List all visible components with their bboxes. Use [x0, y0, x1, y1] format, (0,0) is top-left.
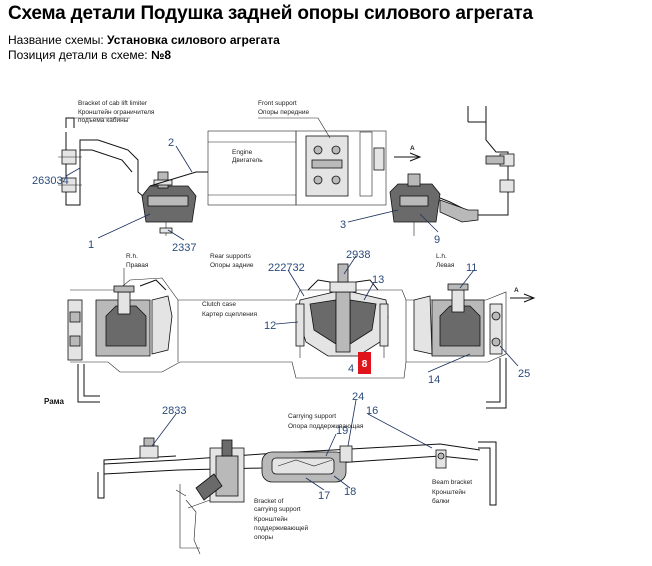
callout-14: 14 — [428, 374, 440, 386]
beam-bracket-label-ru1: Кронштейн — [432, 488, 466, 496]
part-position: Позиция детали в схеме: №8 — [8, 48, 171, 62]
callout-13: 13 — [372, 274, 384, 286]
callout-numbers: 263034 2 1 2337 3 9 2938 222732 13 11 12… — [32, 137, 530, 502]
beam-bracket-label-en: Beam bracket — [432, 479, 472, 486]
arrow-a-label-top: A — [410, 145, 415, 152]
part-position-value: №8 — [150, 48, 172, 62]
callout-19: 19 — [336, 425, 348, 437]
highlighted-part-8[interactable]: 8 — [358, 352, 371, 374]
rear-supports-label-en: Rear supports — [210, 253, 252, 260]
callout-18: 18 — [344, 486, 356, 498]
engine-label-ru: Двигатель — [232, 157, 263, 164]
scheme-name-value: Установка силового агрегата — [107, 33, 280, 47]
callout-leaders — [65, 145, 519, 491]
callout-263034: 263034 — [32, 175, 69, 187]
callout-2833: 2833 — [162, 405, 186, 417]
callout-16: 16 — [366, 405, 378, 417]
engine-label-en: Engine — [232, 149, 253, 156]
lh-label-en: L.h. — [436, 253, 447, 260]
carrying-support-section: Carrying support Опора поддерживающая Br… — [97, 413, 497, 555]
bracket-label-ru2: подъема кабины — [78, 116, 129, 124]
bracket-carrying-label-ru2: поддерживающей — [254, 524, 309, 532]
part-position-label: Позиция детали в схеме: — [8, 48, 151, 62]
clutch-case-label-en: Clutch case — [202, 301, 236, 308]
callout-4: 4 — [348, 363, 354, 375]
bracket-label-ru1: Кронштейн ограничителя — [78, 108, 155, 116]
front-supports-section: Bracket of cab lift limiter Кронштейн ог… — [58, 100, 515, 236]
callout-222732: 222732 — [268, 262, 305, 274]
carrying-support-label-ru: Опора поддерживающая — [288, 423, 364, 430]
highlight-label: 8 — [362, 359, 368, 370]
bracket-carrying-label-ru1: Кронштейн — [254, 515, 288, 523]
lh-label-ru: Левая — [436, 262, 455, 269]
bracket-label-en: Bracket of cab lift limiter — [78, 100, 148, 107]
bracket-carrying-label-ru3: опоры — [254, 534, 273, 541]
callout-2337: 2337 — [172, 242, 196, 254]
carrying-support-label-en: Carrying support — [288, 413, 336, 420]
rear-supports-label-ru: Опоры задние — [210, 262, 254, 269]
rear-supports-section: R.h. Правая Rear supports Опоры задние L… — [44, 253, 536, 409]
callout-2: 2 — [168, 137, 174, 149]
rh-label-en: R.h. — [126, 253, 138, 260]
callout-12: 12 — [264, 320, 276, 332]
callout-3: 3 — [340, 219, 346, 231]
callout-24: 24 — [352, 391, 364, 403]
callout-11: 11 — [466, 262, 477, 274]
bracket-carrying-label-en1: Bracket of — [254, 498, 283, 505]
beam-bracket-label-ru2: балки — [432, 497, 450, 505]
callout-2938: 2938 — [346, 249, 370, 261]
callout-25: 25 — [518, 368, 530, 380]
callout-17: 17 — [318, 490, 330, 502]
arrow-a-label-mid: A — [514, 287, 519, 294]
front-support-label-en: Front support — [258, 100, 297, 107]
page-title: Схема детали Подушка задней опоры силово… — [8, 3, 533, 24]
callout-9: 9 — [434, 234, 440, 246]
rh-label-ru: Правая — [126, 262, 149, 269]
scheme-name-label: Название схемы: — [8, 33, 108, 47]
bracket-carrying-label-en2: carrying support — [254, 506, 301, 513]
callout-1: 1 — [88, 239, 94, 251]
frame-label: Рама — [44, 397, 64, 406]
front-support-label-ru: Опоры передние — [258, 109, 310, 116]
scheme-name: Название схемы: Установка силового агрег… — [8, 33, 280, 47]
clutch-case-label-ru: Картер сцепления — [202, 311, 257, 318]
